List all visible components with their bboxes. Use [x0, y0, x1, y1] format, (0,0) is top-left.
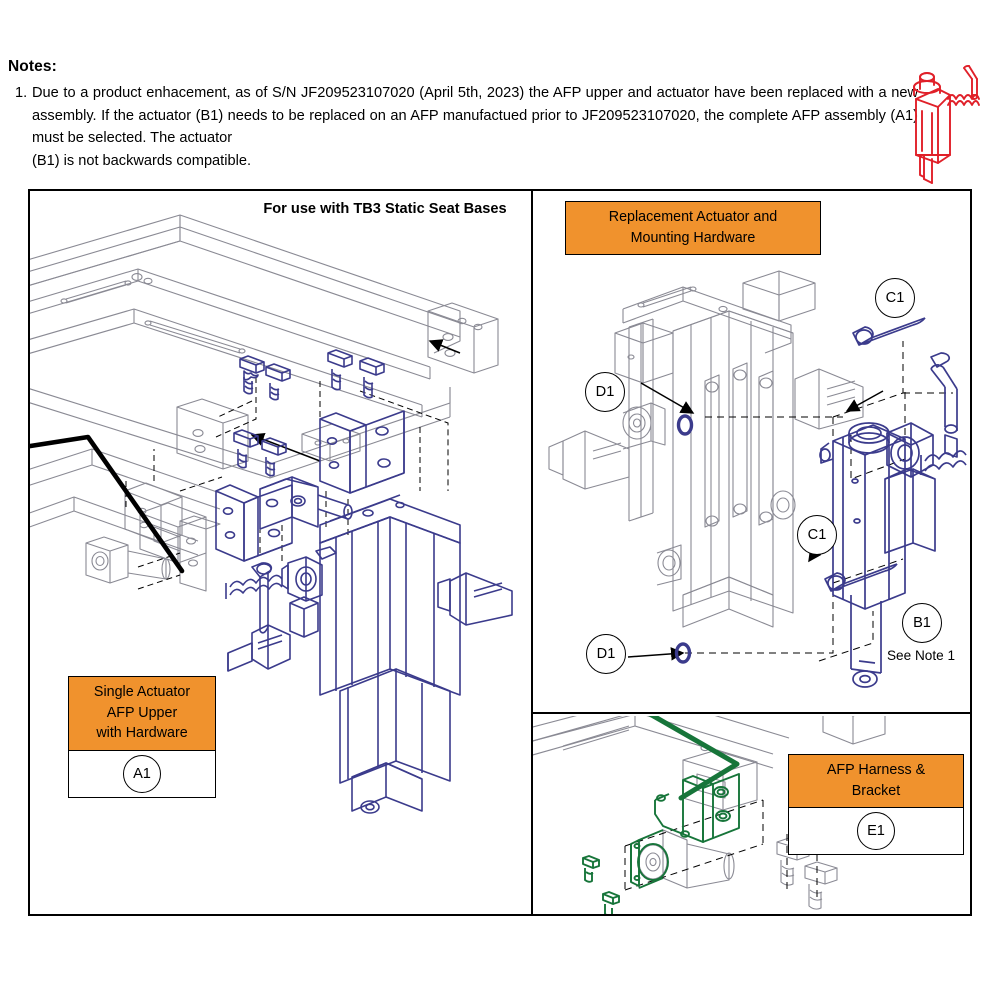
tag-box-replacement: Replacement Actuator and Mounting Hardwa…: [565, 201, 821, 255]
tag-a1-id-text: A1: [133, 765, 151, 782]
diagram-frame: For use with TB3 Static Seat Bases: [28, 189, 972, 916]
panel-left-assembly: For use with TB3 Static Seat Bases: [30, 191, 531, 914]
callout-c1-upper: C1: [875, 278, 915, 318]
callout-b1: B1: [902, 603, 942, 643]
callout-c1-lower: C1: [797, 515, 837, 555]
note-body-lastline: (B1) is not backwards compatible.: [32, 152, 251, 169]
tag-e1-id-area: E1: [789, 808, 963, 854]
callout-d1-lower: D1: [586, 634, 626, 674]
vertical-divider: [531, 191, 534, 914]
tag-a1-id-circle: A1: [123, 754, 161, 793]
notes-heading: Notes:: [8, 58, 57, 75]
tag-e1-line2: Bracket: [851, 782, 901, 799]
note-number: 1.: [15, 85, 28, 101]
notes-block: Notes: 1. Due to a product enhacement, a…: [8, 58, 918, 172]
tag-replacement-title: Replacement Actuator and Mounting Hardwa…: [566, 202, 820, 254]
tag-replacement-line2: Mounting Hardware: [630, 229, 756, 246]
harness-cable-black: [30, 434, 185, 574]
afp-harness-green-parts: [582, 716, 740, 914]
tag-box-a1: Single Actuator AFP Upper with Hardware …: [68, 676, 216, 798]
note-body: Due to a product enhacement, as of S/N J…: [32, 82, 918, 172]
horizontal-divider: [531, 712, 972, 715]
tag-e1-id-text: E1: [867, 823, 885, 839]
callout-d1-upper-text: D1: [595, 384, 615, 400]
callout-d1-upper: D1: [585, 372, 625, 412]
actuator-red-schematic-icon: [898, 55, 994, 185]
panel-left-title-text: For use with TB3 Static Seat Bases: [263, 201, 507, 217]
tag-a1-line2: AFP Upper: [106, 704, 178, 721]
tag-a1-line1: Single Actuator: [93, 684, 191, 700]
afp-upper-blue-parts: [215, 349, 513, 814]
panel-left-title: For use with TB3 Static Seat Bases: [255, 199, 515, 219]
callout-d1-lower-text: D1: [596, 646, 616, 662]
tag-a1-line3: with Hardware: [96, 725, 188, 741]
tag-e1-id-circle: E1: [857, 812, 895, 850]
note-body-text: Due to a product enhacement, as of S/N J…: [32, 85, 918, 146]
callout-b1-subnote: See Note 1: [886, 647, 956, 664]
tag-e1-title: AFP Harness & Bracket: [789, 755, 963, 808]
note-item-1: 1. Due to a product enhacement, as of S/…: [8, 82, 918, 172]
tag-box-e1: AFP Harness & Bracket E1: [788, 754, 964, 855]
tag-a1-title: Single Actuator AFP Upper with Hardware: [69, 677, 215, 751]
callout-b1-text: B1: [913, 615, 931, 631]
callout-b1-subnote-text: See Note 1: [886, 648, 955, 663]
tag-a1-id-area: A1: [69, 750, 215, 797]
callout-c1-lower-text: C1: [807, 527, 827, 543]
panel-replacement-actuator: Replacement Actuator and Mounting Hardwa…: [533, 191, 972, 712]
callout-c1-upper-text: C1: [885, 290, 905, 306]
tag-replacement-line1: Replacement Actuator and: [608, 209, 778, 225]
panel-afp-harness: AFP Harness & Bracket E1: [533, 716, 972, 914]
left-exploded-drawing: [30, 214, 513, 814]
tag-e1-line1: AFP Harness &: [826, 762, 926, 778]
